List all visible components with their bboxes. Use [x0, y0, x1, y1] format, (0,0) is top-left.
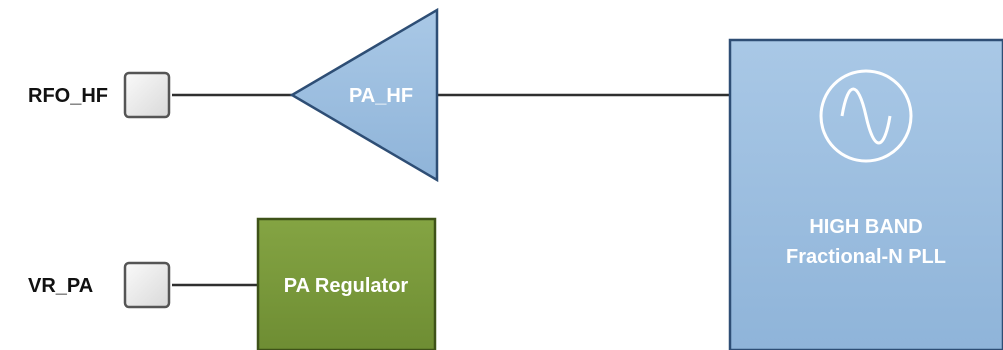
pin-label-rfo-hf: RFO_HF	[28, 85, 108, 107]
high-band-pll-block	[728, 38, 1003, 350]
pa-hf-label: PA_HF	[349, 85, 413, 107]
pin-label-vr-pa: VR_PA	[28, 275, 93, 297]
sine-wave-icon	[819, 69, 913, 163]
pin-vr-pa	[123, 261, 171, 309]
pa-regulator-block	[256, 217, 437, 350]
pa-regulator-label: PA Regulator	[284, 275, 409, 297]
pll-label-line1: HIGH BAND	[809, 216, 922, 238]
pa-hf-amplifier	[289, 7, 439, 183]
pin-rfo-hf	[123, 71, 171, 119]
pll-label-line2: Fractional-N PLL	[786, 246, 946, 268]
